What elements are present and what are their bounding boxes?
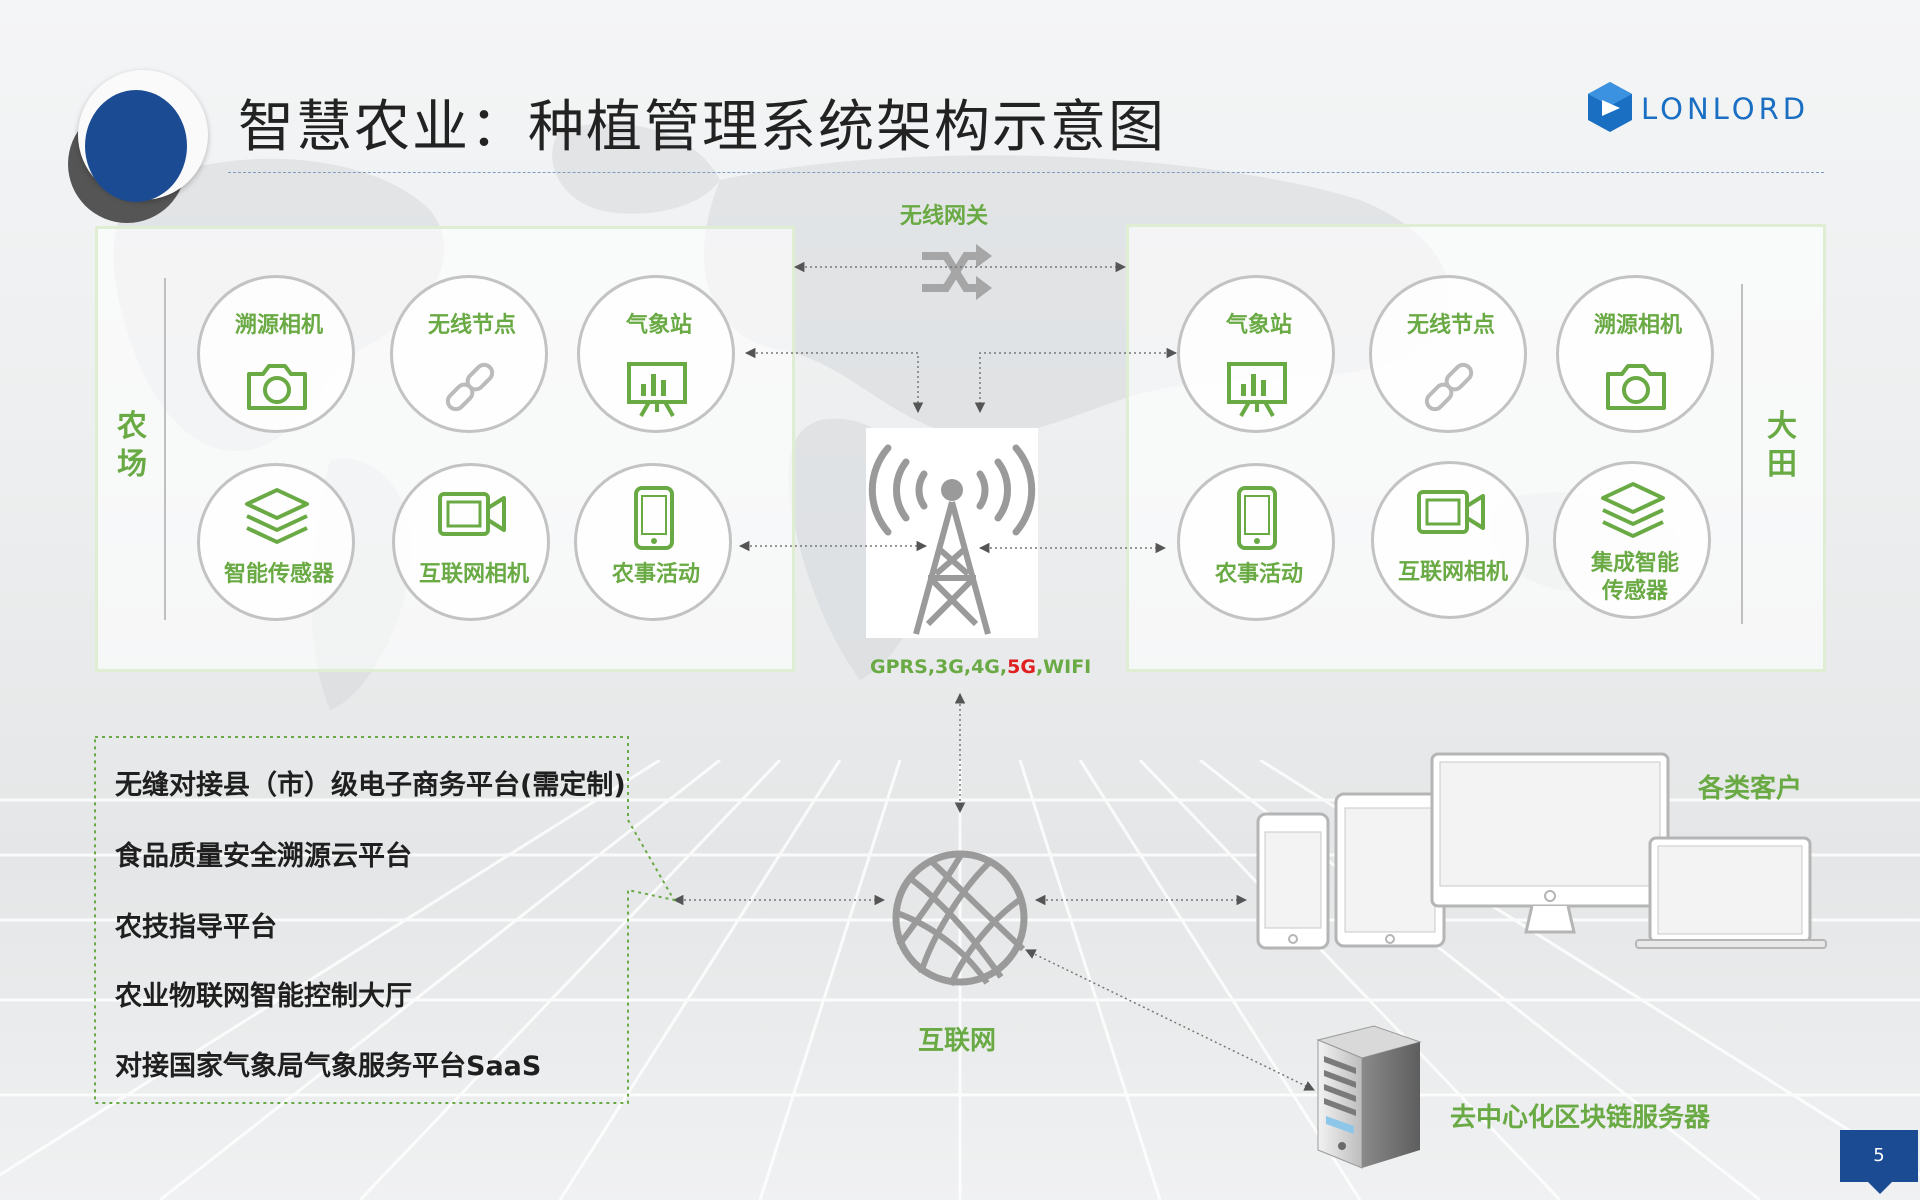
farm-divider <box>164 278 166 620</box>
node-label: 农事活动 <box>611 562 700 587</box>
node-label: 无线节点 <box>1406 313 1495 338</box>
node-label: 溯源相机 <box>1593 313 1682 338</box>
field-node-farming-activity: 农事活动 <box>1177 463 1335 621</box>
smartphone-icon <box>1237 486 1277 550</box>
network-protocols-label: GPRS,3G,4G,5G,WIFI <box>870 656 1091 678</box>
farm-node-farming-activity: 农事活动 <box>574 463 732 621</box>
video-camera-icon <box>438 492 506 536</box>
smartphone-icon <box>634 486 674 550</box>
camera-icon <box>1606 364 1666 410</box>
farm-node-internet-camera: 互联网相机 <box>392 463 550 621</box>
globe-icon <box>892 850 1028 987</box>
link-icon <box>1424 362 1474 412</box>
farm-label: 农场 <box>117 409 147 482</box>
node-label: 互联网相机 <box>1397 560 1508 585</box>
field-divider <box>1741 284 1743 624</box>
node-label: 气象站 <box>1225 313 1292 338</box>
page-title: 智慧农业：种植管理系统架构示意图 <box>238 95 1166 160</box>
node-label: 气象站 <box>625 313 692 338</box>
platform-callout-border <box>94 736 676 1104</box>
network-protocols-prefix: GPRS,3G,4G, <box>870 656 1008 678</box>
node-label: 智能传感器 <box>223 562 334 587</box>
clients-label: 各类客户 <box>1698 774 1803 804</box>
platform-item: 对接国家气象局气象服务平台SaaS <box>115 1051 542 1082</box>
network-protocols-suffix: ,WIFI <box>1035 656 1092 678</box>
devices-icon <box>1256 752 1827 950</box>
network-5g-highlight: 5G <box>1007 656 1036 678</box>
node-label: 集成智能 传感器 <box>1590 551 1679 604</box>
gateway-label: 无线网关 <box>900 204 989 229</box>
weather-station-icon <box>627 362 687 417</box>
brand-logo-icon <box>1588 82 1632 132</box>
field-node-wireless-node: 无线节点 <box>1369 275 1527 433</box>
brand-name: LONLORD <box>1641 92 1810 126</box>
farm-node-weather-station: 气象站 <box>577 275 735 433</box>
field-node-internet-camera: 互联网相机 <box>1371 461 1529 619</box>
field-label: 大田 <box>1767 409 1797 482</box>
link-icon <box>445 362 495 412</box>
title-divider <box>228 172 1824 173</box>
cell-tower-icon <box>866 428 1038 638</box>
field-node-weather-station: 气象站 <box>1177 275 1335 433</box>
farm-node-trace-camera: 溯源相机 <box>197 275 355 433</box>
node-label: 无线节点 <box>427 313 516 338</box>
platform-item: 无缝对接县（市）级电子商务平台(需定制) <box>115 770 626 801</box>
logo-circle <box>85 90 187 202</box>
platform-item: 农业物联网智能控制大厅 <box>115 981 412 1012</box>
platform-item: 食品质量安全溯源云平台 <box>115 841 412 872</box>
field-node-trace-camera: 溯源相机 <box>1556 275 1714 433</box>
internet-label: 互联网 <box>918 1026 997 1056</box>
field-node-integrated-sensor: 集成智能 传感器 <box>1553 461 1711 619</box>
farm-node-wireless-node: 无线节点 <box>390 275 548 433</box>
node-label: 互联网相机 <box>418 562 529 587</box>
server-label: 去中心化区块链服务器 <box>1450 1103 1711 1133</box>
farm-node-smart-sensor: 智能传感器 <box>197 463 355 621</box>
layers-icon <box>1601 482 1665 538</box>
video-camera-icon <box>1417 490 1485 534</box>
weather-station-icon <box>1227 362 1287 417</box>
node-label: 农事活动 <box>1214 562 1303 587</box>
node-label: 溯源相机 <box>234 313 323 338</box>
camera-icon <box>247 364 307 410</box>
server-icon <box>1316 1025 1422 1169</box>
platform-item: 农技指导平台 <box>115 912 277 943</box>
page-number-badge: 5 <box>1840 1130 1918 1182</box>
page-badge-pointer <box>1868 1182 1892 1194</box>
layers-icon <box>245 488 309 544</box>
platform-list: 无缝对接县（市）级电子商务平台(需定制) 食品质量安全溯源云平台 农技指导平台 … <box>95 737 626 1102</box>
